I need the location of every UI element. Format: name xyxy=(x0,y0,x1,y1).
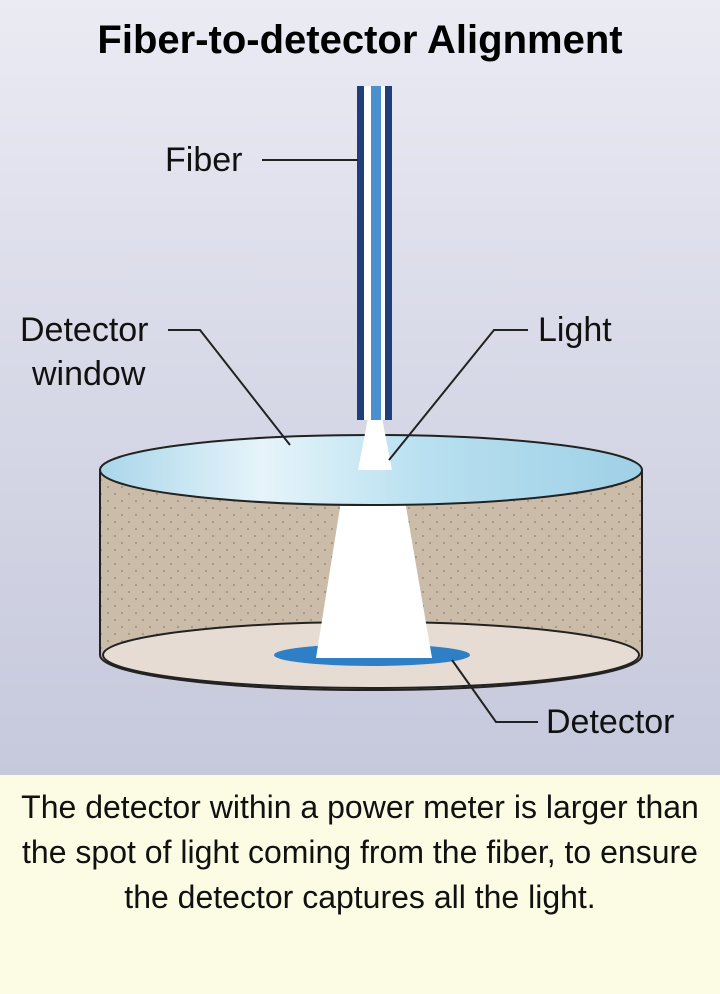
light-cone xyxy=(316,495,432,658)
alignment-diagram xyxy=(0,0,720,775)
detector-window-label-line2: window xyxy=(32,355,146,393)
detector-leader xyxy=(451,659,538,723)
window-leader xyxy=(168,329,291,446)
light-beam xyxy=(358,418,392,470)
detector-window-label-line1: Detector xyxy=(20,311,149,349)
light-leader xyxy=(388,329,528,461)
caption: The detector within a power meter is lar… xyxy=(0,775,720,994)
fiber-label: Fiber xyxy=(165,141,243,179)
light-label: Light xyxy=(538,311,612,349)
detector-label: Detector xyxy=(546,703,675,741)
diagram-title: Fiber-to-detector Alignment xyxy=(97,18,623,62)
fiber xyxy=(357,86,392,420)
